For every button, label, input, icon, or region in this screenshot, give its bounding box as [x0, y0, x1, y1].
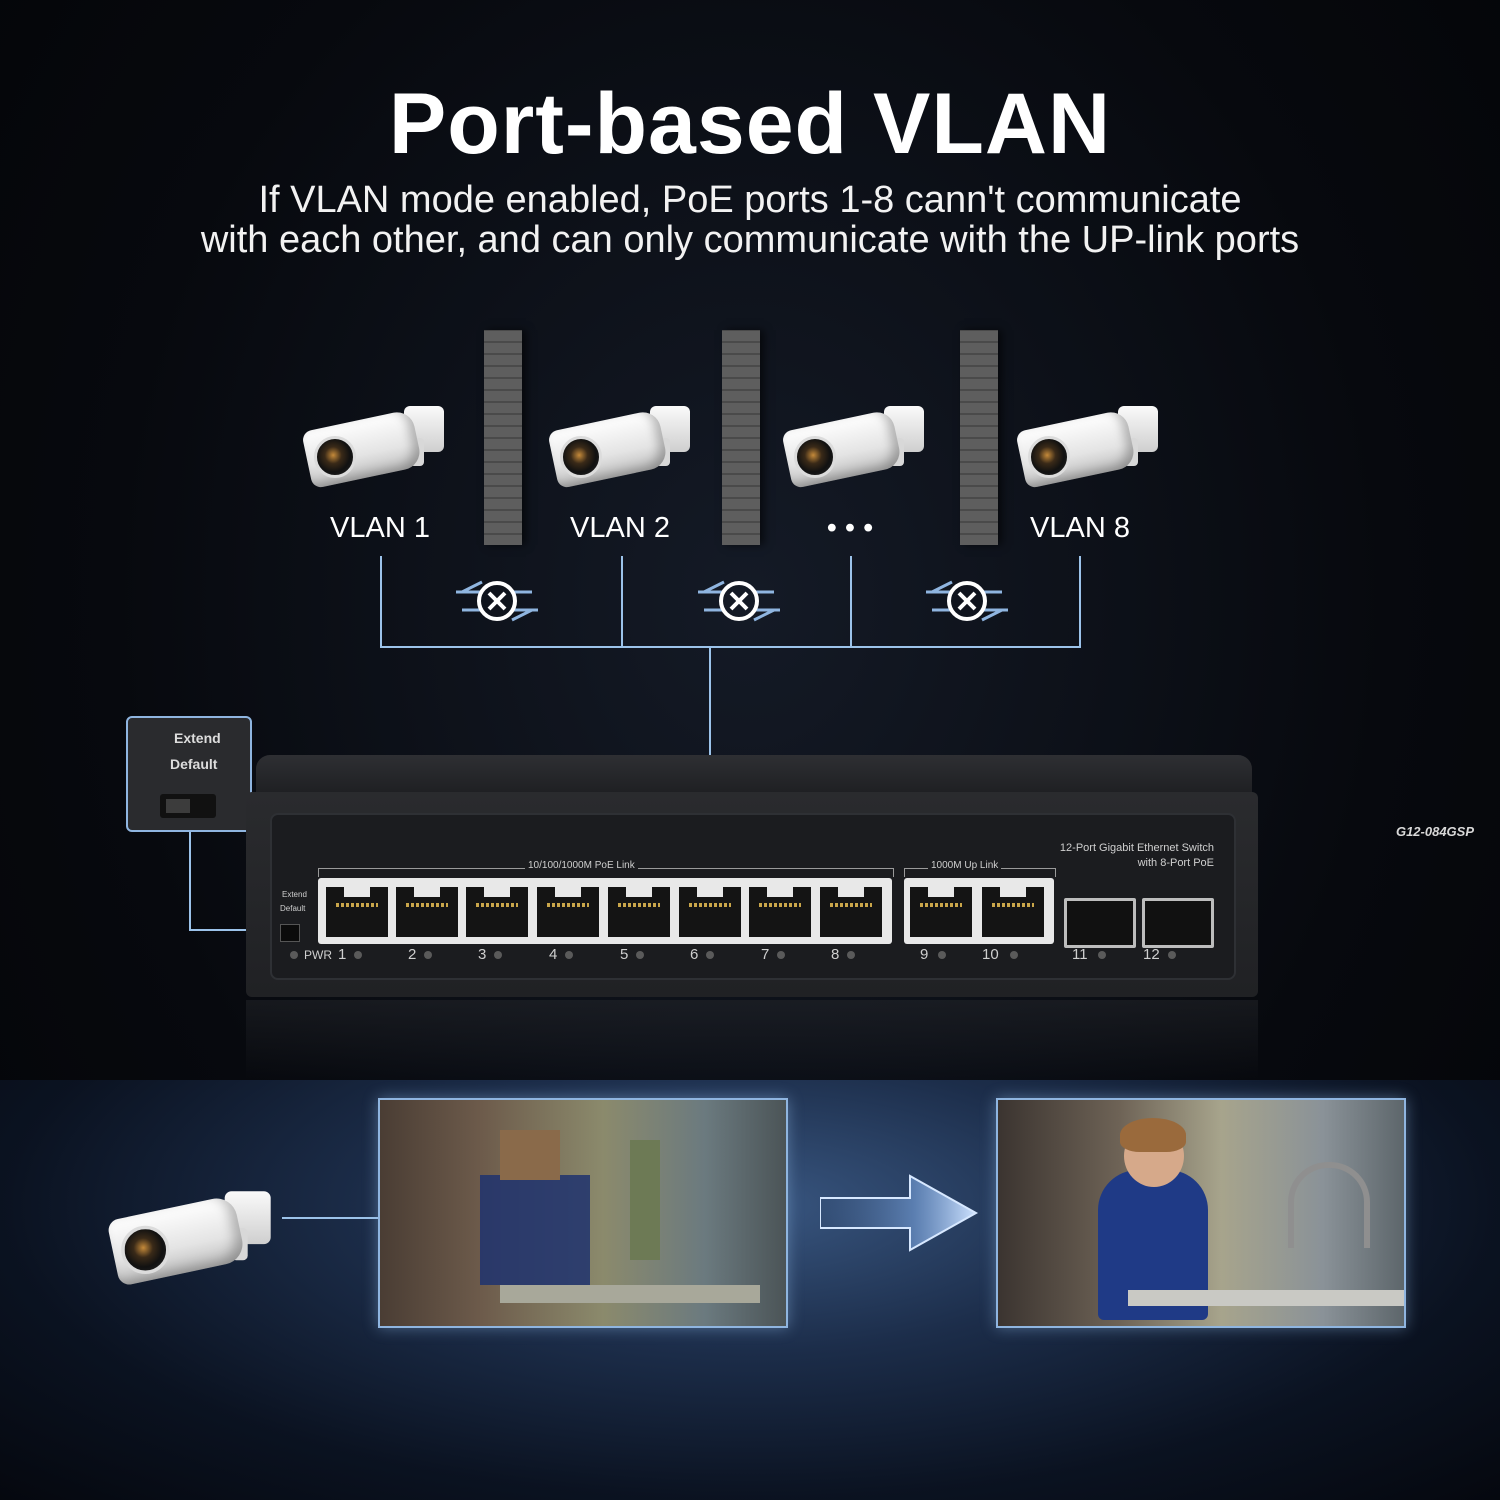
port-number: 1 [338, 946, 347, 963]
port-number: 7 [761, 946, 770, 963]
brick-wall-icon [484, 330, 522, 545]
ethernet-port [396, 885, 458, 937]
blocked-transfer-icon [698, 580, 780, 622]
port-led [636, 951, 644, 959]
camera-icon [547, 398, 702, 508]
port-led [424, 951, 432, 959]
port-led [1168, 951, 1176, 959]
ethernet-port [537, 885, 599, 937]
camera-icon [106, 1182, 285, 1309]
pixelated-video-frame [378, 1098, 788, 1328]
port-number: 6 [690, 946, 699, 963]
blocked-transfer-icon [926, 580, 1008, 622]
uplink-port [982, 885, 1044, 937]
model-number: G12-084GSP [1395, 824, 1474, 839]
camera-icon [1015, 398, 1170, 508]
ethernet-port [679, 885, 741, 937]
port-number: 11 [1072, 946, 1088, 963]
poe-group-label: 10/100/1000M PoE Link [525, 860, 638, 871]
blocked-transfer-icon [456, 580, 538, 622]
pwr-label: PWR [304, 948, 332, 962]
port-led [847, 951, 855, 959]
ethernet-port [749, 885, 811, 937]
port-number: 4 [549, 946, 558, 963]
switch-description: 12-Port Gigabit Ethernet Switch [1059, 842, 1214, 854]
port-led [706, 951, 714, 959]
arrow-right-icon [820, 1174, 979, 1252]
port-number: 10 [982, 946, 999, 963]
port-number: 12 [1143, 946, 1160, 963]
port-led [777, 951, 785, 959]
subtitle-line-1: If VLAN mode enabled, PoE ports 1-8 cann… [258, 179, 1242, 221]
brick-wall-icon [960, 330, 998, 545]
switch-reflection [246, 1000, 1258, 1080]
page-subtitle: If VLAN mode enabled, PoE ports 1-8 cann… [0, 180, 1500, 260]
dip-switch [280, 924, 300, 942]
ethernet-port [820, 885, 882, 937]
port-led [938, 951, 946, 959]
extend-default-inset: Extend Default [126, 716, 252, 832]
panel-default-label: Default [280, 904, 306, 913]
vlan-label: VLAN 1 [330, 512, 430, 544]
camera-icon [781, 398, 936, 508]
ethernet-port [326, 885, 388, 937]
port-number: 8 [831, 946, 840, 963]
camera-icon [301, 398, 456, 508]
port-number: 2 [408, 946, 417, 963]
page-title: Port-based VLAN [388, 76, 1112, 172]
brick-wall-icon [722, 330, 760, 545]
vlan-label: VLAN 8 [1030, 512, 1130, 544]
clear-video-frame [996, 1098, 1406, 1328]
power-led [290, 951, 298, 959]
inset-extend-label: Extend [174, 730, 221, 746]
port-led [354, 951, 362, 959]
ethernet-port [608, 885, 670, 937]
port-number: 3 [478, 946, 487, 963]
uplink-group-label: 1000M Up Link [928, 860, 1002, 871]
uplink-port [910, 885, 972, 937]
subtitle-line-2: with each other, and can only communicat… [200, 219, 1300, 261]
ethernet-port [466, 885, 528, 937]
switch-top [256, 755, 1252, 795]
sfp-port [1142, 898, 1214, 948]
port-led [1010, 951, 1018, 959]
port-led [565, 951, 573, 959]
port-number: 5 [620, 946, 629, 963]
port-number: 9 [920, 946, 929, 963]
panel-extend-label: Extend [282, 890, 307, 899]
sfp-port [1064, 898, 1136, 948]
dip-switch [160, 794, 216, 818]
vlan-label: • • • [826, 512, 874, 544]
vlan-label: VLAN 2 [570, 512, 670, 544]
inset-default-label: Default [170, 756, 218, 772]
port-led [1098, 951, 1106, 959]
port-led [494, 951, 502, 959]
switch-description: with 8-Port PoE [1137, 857, 1214, 869]
